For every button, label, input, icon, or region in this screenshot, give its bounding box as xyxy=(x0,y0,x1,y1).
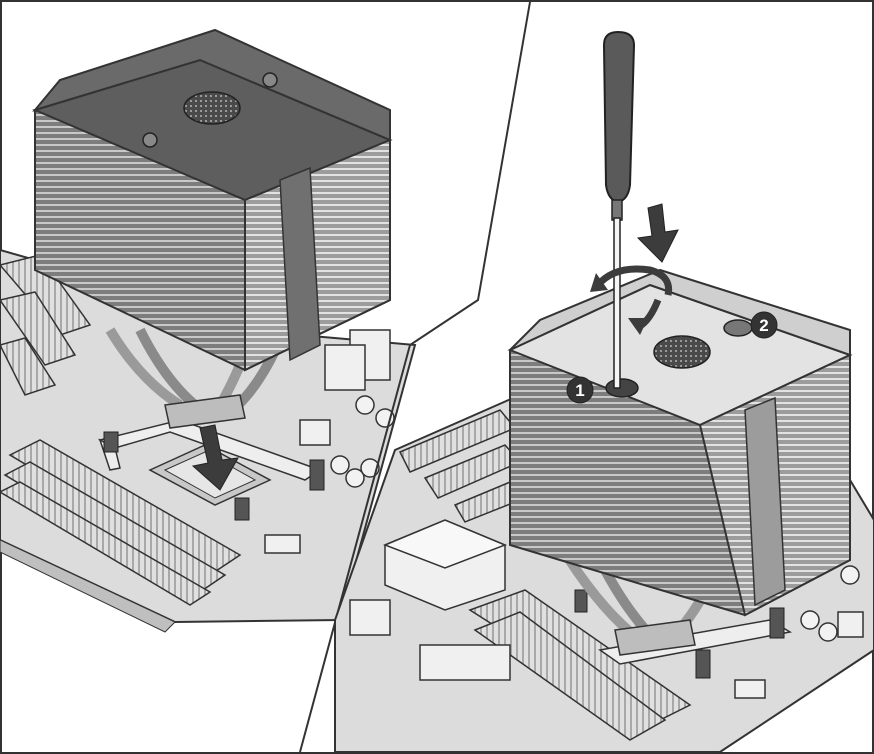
left-panel xyxy=(0,28,417,633)
cpu-cooler-right xyxy=(507,268,853,617)
panel-divider xyxy=(299,1,531,753)
ram-slots-left xyxy=(0,439,242,606)
pcie-slots-right xyxy=(398,409,527,523)
screwdriver-icon xyxy=(602,30,636,389)
screw-hole-1 xyxy=(605,378,639,398)
ram-slots-right xyxy=(468,589,692,741)
down-arrow-icon xyxy=(636,203,679,263)
right-panel: 1 2 xyxy=(334,30,874,753)
callout-1-label: 1 xyxy=(575,381,584,400)
callout-2: 2 xyxy=(750,311,778,339)
standoffs-left xyxy=(103,431,325,521)
callout-2-label: 2 xyxy=(759,316,768,335)
fan-right xyxy=(744,396,786,607)
standoffs-right xyxy=(574,589,785,679)
fan-logo-icon xyxy=(653,335,711,369)
fan-logo-icon xyxy=(183,91,241,125)
callout-1: 1 xyxy=(566,376,594,404)
pcie-slots-left xyxy=(0,254,92,396)
cold-plate-right xyxy=(614,619,696,656)
rotate-arrow-icon xyxy=(590,265,673,335)
fan-left xyxy=(279,166,321,362)
down-arrow-icon xyxy=(191,424,239,491)
cpu-cooler-left xyxy=(32,28,393,372)
screw-hole-2 xyxy=(723,319,753,337)
cold-plate-left xyxy=(164,394,246,429)
